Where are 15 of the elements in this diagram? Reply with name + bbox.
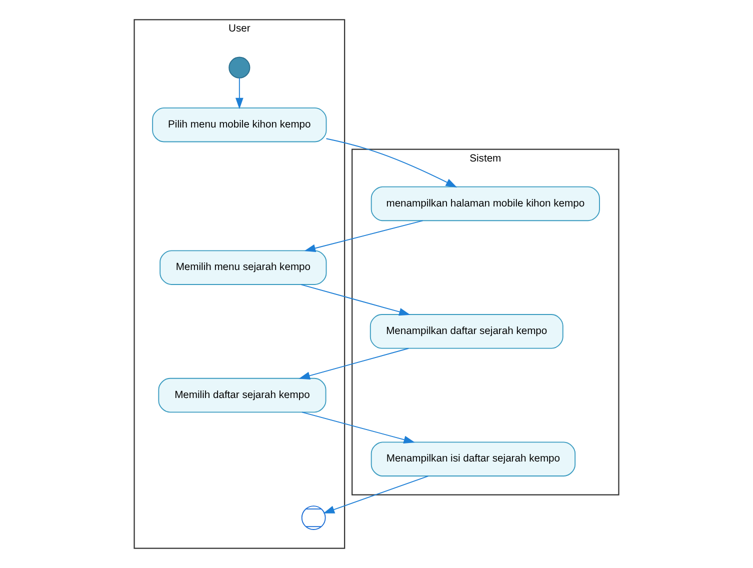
arrow [302, 412, 416, 444]
node-circle [228, 56, 250, 78]
node-box: menampilkan halaman mobile kihon kempo [370, 186, 600, 222]
arrow [323, 476, 429, 514]
node-box: Menampilkan daftar sejarah kempo [370, 314, 564, 349]
arrow [326, 138, 458, 188]
node-box: Menampilkan isi daftar sejarah kempo [370, 442, 576, 476]
node-box: Memilih menu sejarah kempo [160, 250, 327, 285]
arrow [298, 348, 410, 380]
node-box: Memilih daftar sejarah kempo [158, 378, 326, 413]
arrow [300, 284, 410, 316]
arrow [304, 220, 424, 252]
node-box: Pilih menu mobile kihon kempo [152, 108, 327, 142]
arrow [235, 77, 244, 110]
node-circle [301, 506, 326, 530]
